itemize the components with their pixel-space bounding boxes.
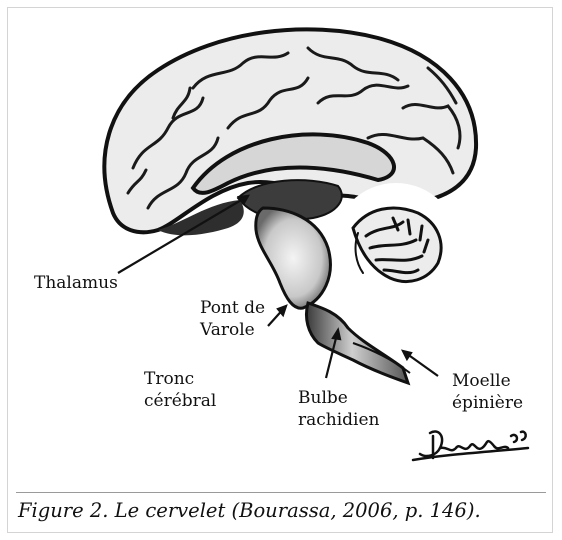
brain-diagram: Thalamus Pont de Varole Tronc cérébral B… bbox=[8, 8, 554, 492]
brain-illustration bbox=[8, 8, 554, 492]
label-pont-line1: Pont de bbox=[200, 298, 265, 319]
label-moelle-line1: Moelle bbox=[452, 371, 511, 392]
label-tronc-line1: Tronc bbox=[144, 369, 194, 390]
label-bulbe-line1: Bulbe bbox=[298, 388, 348, 409]
pons bbox=[256, 208, 331, 308]
medulla-spinal-cord bbox=[306, 303, 408, 383]
figure-caption: Figure 2. Le cervelet (Bourassa, 2006, p… bbox=[18, 499, 548, 522]
label-moelle-line2: épinière bbox=[452, 393, 523, 414]
label-tronc-line2: cérébral bbox=[144, 391, 216, 412]
label-bulbe-line2: rachidien bbox=[298, 410, 380, 431]
label-thalamus: Thalamus bbox=[34, 273, 118, 294]
label-pont-line2: Varole bbox=[200, 320, 255, 341]
signature bbox=[413, 431, 528, 460]
caption-divider bbox=[16, 492, 546, 493]
